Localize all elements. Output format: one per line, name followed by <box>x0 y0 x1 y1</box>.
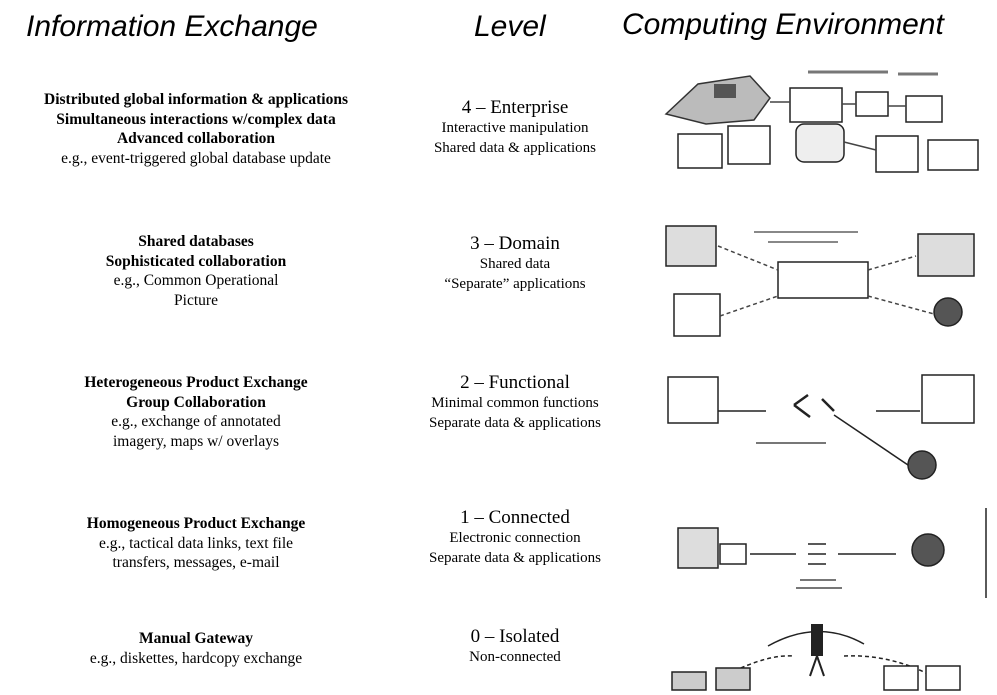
info-exchange-functional: Heterogeneous Product Exchange Group Col… <box>0 373 392 451</box>
level-title: 2 – Functional <box>460 372 570 393</box>
computer-icon <box>883 665 919 691</box>
info-example: transfers, messages, e-mail <box>112 554 280 571</box>
terminal-icon <box>719 543 747 565</box>
computer-icon <box>673 293 721 337</box>
info-exchange-isolated: Manual Gateway e.g., diskettes, hardcopy… <box>0 629 392 668</box>
computer-icon <box>855 91 889 117</box>
level-desc: Minimal common functions <box>431 395 599 411</box>
level-title: 3 – Domain <box>470 233 560 254</box>
domain-network-illustration <box>658 216 988 346</box>
gateway-icon <box>793 393 835 418</box>
ship-icon <box>664 75 771 125</box>
isolated-manual-illustration <box>658 618 988 693</box>
info-line: Group Collaboration <box>126 393 266 411</box>
info-line: Shared databases <box>138 233 254 250</box>
server-icon <box>795 123 845 163</box>
computer-icon <box>671 671 707 691</box>
info-exchange-domain: Shared databases Sophisticated collabora… <box>0 232 392 310</box>
level-title: 4 – Enterprise <box>461 97 569 118</box>
level-desc: Interactive manipulation <box>441 120 589 136</box>
computer-icon <box>921 374 975 424</box>
info-line: Distributed global information & applica… <box>44 91 348 108</box>
level-desc: “Separate” applications <box>444 275 586 292</box>
computer-icon <box>667 376 719 424</box>
level-domain: 3 – Domain Shared data “Separate” applic… <box>400 232 630 294</box>
info-line: Manual Gateway <box>138 630 254 647</box>
level-desc: Separate data & applications <box>428 414 602 431</box>
level-enterprise: 4 – Enterprise Interactive manipulation … <box>400 96 630 158</box>
computer-icon <box>665 225 717 267</box>
info-example: Picture <box>174 291 218 309</box>
level-desc: Shared data & applications <box>433 139 597 156</box>
functional-network-illustration <box>658 365 988 490</box>
info-line: Advanced collaboration <box>116 130 276 147</box>
computer-icon <box>917 233 975 277</box>
person-icon <box>811 624 823 656</box>
info-example: e.g., exchange of annotated <box>111 413 281 430</box>
computer-icon <box>875 135 919 173</box>
info-line: Sophisticated collaboration <box>105 252 287 270</box>
header-information-exchange: Information Exchange <box>26 10 318 43</box>
operator-icon <box>907 450 937 480</box>
enterprise-network-illustration <box>658 62 988 182</box>
info-example: e.g., diskettes, hardcopy exchange <box>89 649 303 667</box>
info-example: e.g., tactical data links, text file <box>98 534 294 552</box>
level-isolated: 0 – Isolated Non-connected <box>400 625 630 668</box>
header-level: Level <box>474 10 546 43</box>
computer-icon <box>925 665 961 691</box>
shared-data-box <box>777 261 869 299</box>
level-title: 1 – Connected <box>460 507 570 528</box>
operator-icon <box>911 533 945 567</box>
computer-icon <box>715 667 751 691</box>
level-desc: Shared data <box>479 256 551 272</box>
info-line: Heterogeneous Product Exchange <box>84 374 308 391</box>
level-title: 0 – Isolated <box>470 626 560 647</box>
level-desc: Separate data & applications <box>428 549 602 566</box>
info-example: e.g., event-triggered global database up… <box>61 149 331 167</box>
info-example: e.g., Common Operational <box>113 272 279 289</box>
info-line: Homogeneous Product Exchange <box>86 515 306 532</box>
level-desc: Non-connected <box>469 649 561 665</box>
level-functional: 2 – Functional Minimal common functions … <box>400 371 630 433</box>
header-computing-environment: Computing Environment <box>622 8 944 41</box>
info-example: imagery, maps w/ overlays <box>112 432 279 450</box>
connected-link-illustration <box>658 498 988 610</box>
operator-icon <box>677 527 719 569</box>
level-desc: Electronic connection <box>449 530 581 546</box>
info-line: Simultaneous interactions w/complex data <box>56 110 336 128</box>
level-connected: 1 – Connected Electronic connection Sepa… <box>400 506 630 568</box>
info-exchange-connected: Homogeneous Product Exchange e.g., tacti… <box>0 514 392 573</box>
link-icon <box>808 543 826 565</box>
computer-icon <box>677 133 723 169</box>
operator-icon <box>933 297 963 327</box>
info-exchange-enterprise: Distributed global information & applica… <box>0 90 392 168</box>
